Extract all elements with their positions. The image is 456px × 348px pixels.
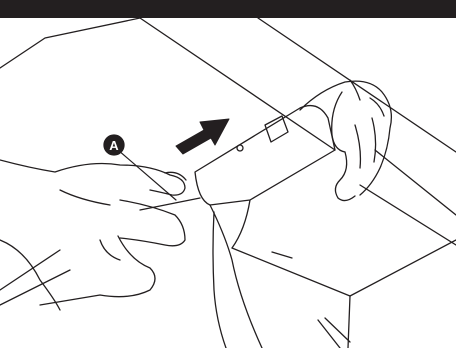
device-body [0,18,456,348]
right-hand [300,80,391,201]
push-arrow-icon [176,119,229,154]
left-hand [0,160,186,310]
bracket-part [140,106,335,348]
callout-label: A [109,138,119,153]
callout-leader-line [118,150,176,200]
